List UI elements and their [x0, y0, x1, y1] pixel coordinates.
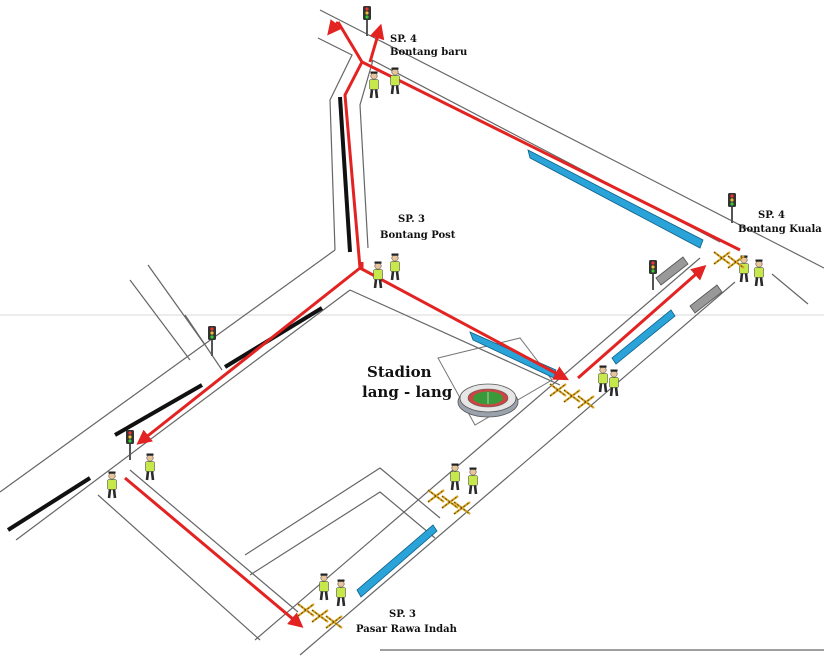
police-officer-icon: [106, 470, 118, 500]
road-right-upper-edge: [254, 257, 701, 641]
stadium-name-line1: Stadion: [367, 363, 432, 381]
road-barrier-icon: [576, 394, 596, 410]
route-north-south: [343, 61, 364, 269]
sp3-bottom-code: SP. 3: [389, 609, 416, 620]
police-officer-icon: [608, 368, 620, 398]
sp3-mid-code: SP. 3: [398, 214, 425, 225]
traffic-route: [124, 19, 741, 628]
road-right-lower-edge: [299, 281, 736, 656]
stadium-name-line2: lang - lang: [362, 383, 453, 401]
police-officer-icon: [389, 252, 401, 282]
route-arrow-north-left: [327, 19, 343, 36]
road-top-upper-edge: [319, 9, 824, 269]
police-officer-icon: [318, 572, 330, 602]
traffic-light-icon: [648, 259, 658, 291]
police-officer-icon: [144, 452, 156, 482]
road-north-left-edge: [317, 37, 353, 251]
no-parking-lines: [6, 96, 352, 532]
route-to-stadium: [359, 266, 569, 381]
road-barrier-icon: [548, 382, 568, 398]
road-right-end-edge: [771, 273, 809, 305]
sp4-right-name: Bontang Kuala: [738, 224, 822, 235]
blue-barriers: [356, 149, 723, 598]
road-blocks: [296, 250, 746, 630]
lower-block-upper: [244, 467, 441, 556]
route-arrow-north-right: [368, 23, 385, 63]
sp3-bottom-name: Pasar Rawa Indah: [356, 624, 458, 635]
traffic-light-icon: [125, 429, 135, 461]
road-left-lower-edge: [15, 289, 351, 541]
road-left-upper-edge: [0, 249, 336, 493]
lower-block-lower: [249, 491, 436, 576]
police-officer-icon: [368, 70, 380, 100]
traffic-light-icon: [727, 192, 737, 224]
route-to-west: [136, 266, 361, 445]
road-network: [0, 9, 824, 656]
police-officer-icon: [335, 578, 347, 608]
police-officers: [106, 66, 765, 608]
road-center-edge: [349, 289, 561, 386]
sp4-right-code: SP. 4: [758, 210, 785, 221]
route-to-pasar: [124, 476, 304, 628]
road-barrier-icon: [712, 250, 732, 266]
road-barrier-icon: [562, 388, 582, 404]
sp3-mid-name: Bontang Post: [380, 230, 456, 241]
route-to-bontang-kuala: [577, 265, 707, 380]
sp4-top-code: SP. 4: [390, 34, 417, 45]
police-officer-icon: [389, 66, 401, 96]
road-barrier-icon: [310, 608, 330, 624]
road-side-b: [129, 279, 191, 361]
sp4-top-name: Bontang baru: [390, 47, 467, 58]
police-officer-icon: [467, 466, 479, 496]
road-side-c: [184, 314, 223, 371]
traffic-light-icon: [362, 5, 372, 37]
road-bottom-left-inner-edge: [129, 469, 299, 613]
police-officer-icon: [597, 364, 609, 394]
police-officer-icon: [372, 260, 384, 290]
police-officer-icon: [449, 462, 461, 492]
road-north-right-edge: [359, 59, 374, 249]
road-bottom-left-edge: [97, 494, 261, 641]
police-officer-icon: [753, 258, 765, 288]
road-barrier-icon: [296, 602, 316, 618]
stadium-icon: [457, 383, 519, 418]
road-barrier-icon: [426, 488, 446, 504]
